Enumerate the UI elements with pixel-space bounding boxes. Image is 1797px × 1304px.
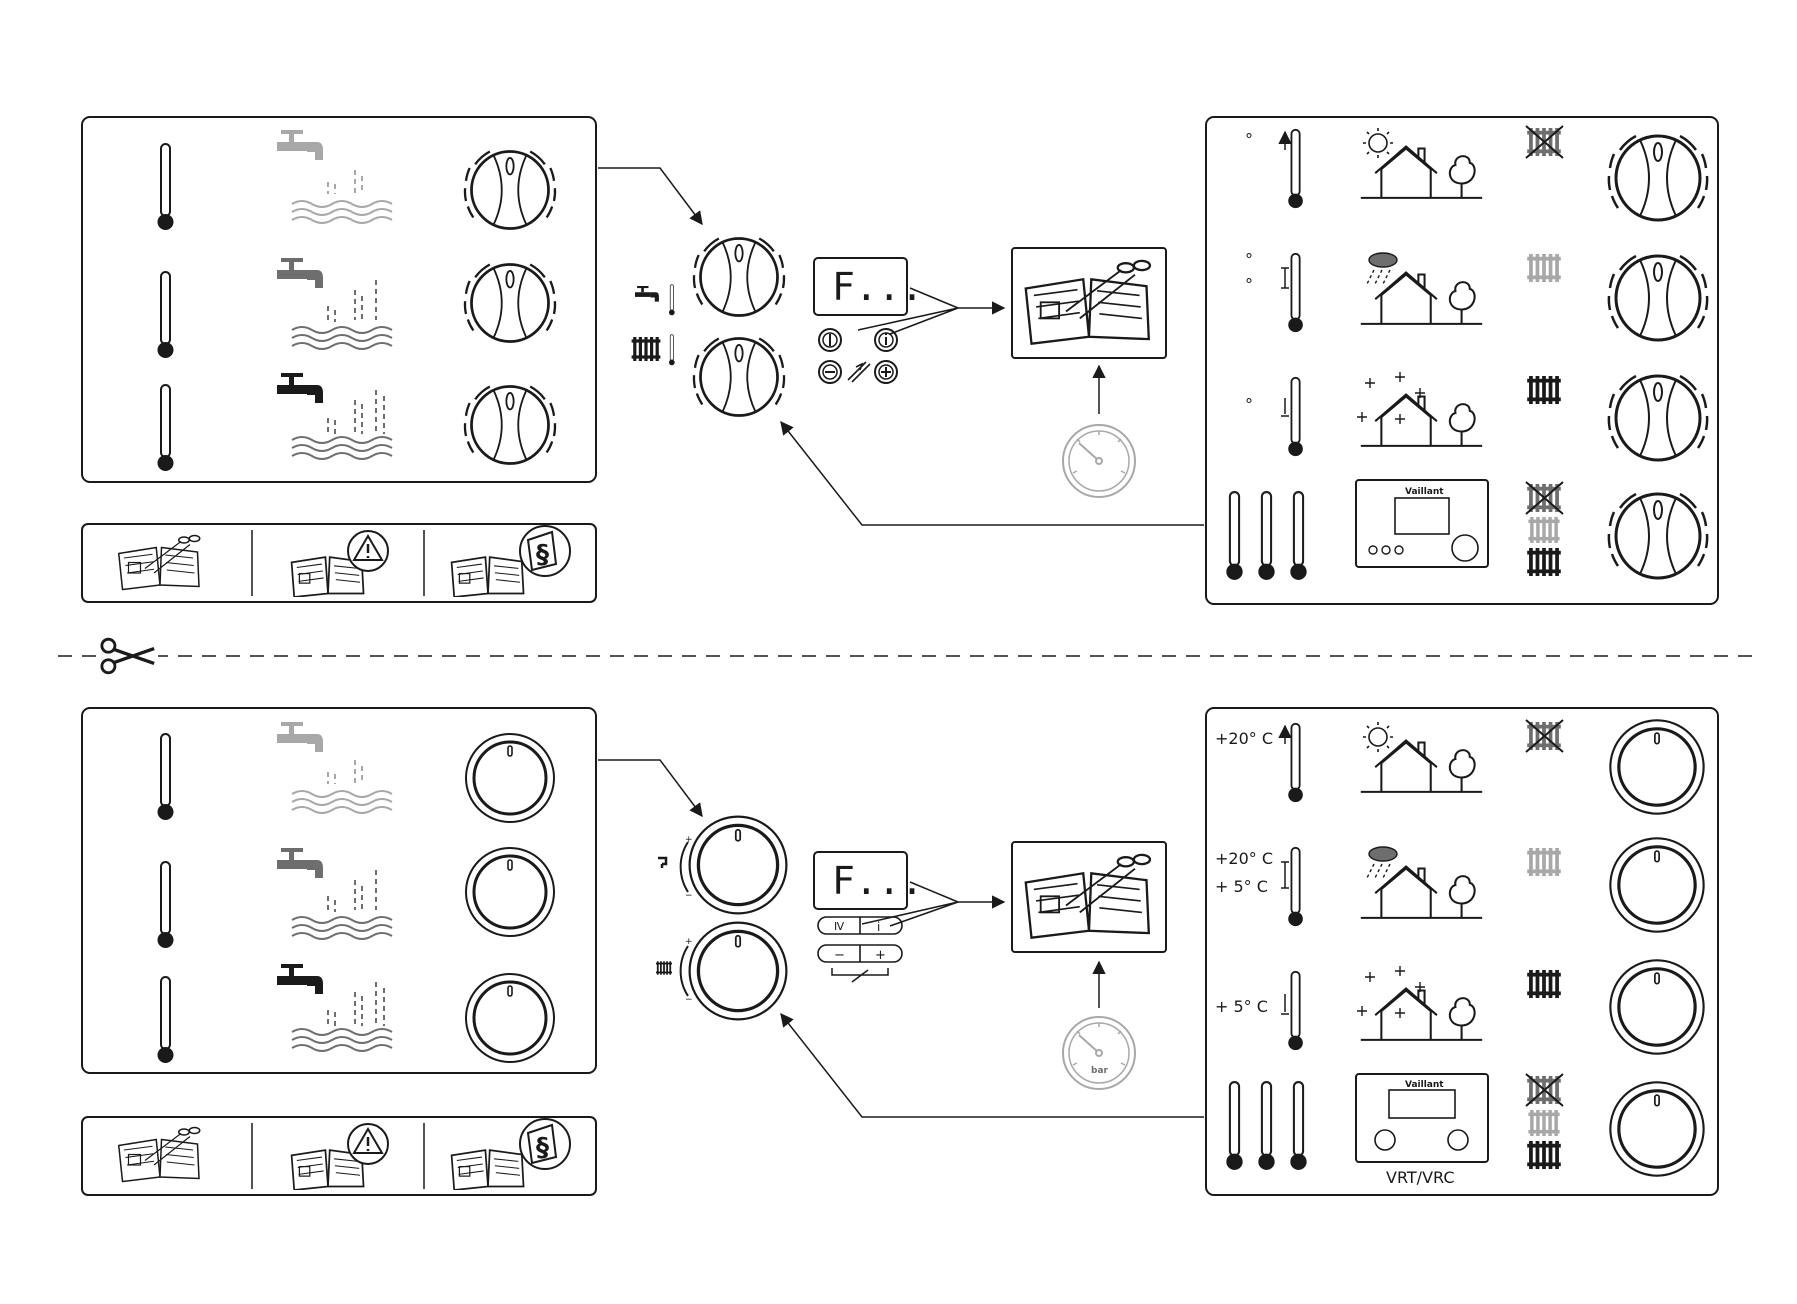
svg-text:§: § (536, 1133, 549, 1163)
bottom-button-plus[interactable]: + (875, 948, 886, 963)
top-heat-row-controller: Vaillant (1226, 480, 1707, 580)
temp-summer: +20° C (1215, 729, 1273, 748)
hot-water-symbol-icon (635, 286, 659, 302)
bottom-display-text: F... (832, 859, 924, 903)
cut-line (58, 636, 1760, 676)
warning-icon (348, 531, 388, 571)
hot-water-knob[interactable] (694, 239, 784, 316)
temp-winter: + 5° C (1215, 997, 1268, 1016)
top-display-text: F... (832, 265, 924, 309)
thermometer-icon (669, 335, 675, 366)
top-button-hot-water[interactable] (819, 329, 841, 351)
svg-text:+: + (685, 835, 693, 845)
svg-text:−: − (685, 891, 693, 901)
top-button-plus[interactable] (875, 361, 897, 383)
room-controller-icon: Vaillant (1356, 480, 1488, 567)
temp-mark: ° (1245, 130, 1253, 149)
temp-transition-low: + 5° C (1215, 877, 1268, 896)
knob-icon (1610, 720, 1703, 813)
warning-icon (348, 1124, 388, 1164)
radiator-full-icon (1527, 1141, 1561, 1169)
knob-icon (1610, 960, 1703, 1053)
radiator-medium-icon (1528, 517, 1559, 543)
knob-icon (1610, 1082, 1703, 1175)
thermometer-icon (669, 285, 675, 316)
svg-text:−: − (685, 995, 693, 1005)
pressure-gauge-icon (1063, 425, 1135, 497)
hot-water-scale: + − (658, 835, 693, 901)
top-section: § F... (82, 117, 1718, 604)
knob-icon (466, 734, 554, 822)
knob-icon (466, 848, 554, 936)
radiator-medium-icon (1527, 254, 1561, 282)
room-controller-icon: Vaillant (1356, 1074, 1488, 1162)
radiator-off-icon (1526, 720, 1563, 752)
bottom-section: § + − + − F... Ⅳ i − + (82, 708, 1718, 1195)
heating-knob[interactable] (694, 339, 784, 416)
radiator-off-icon (1526, 1074, 1563, 1106)
radiator-full-icon (1527, 548, 1561, 576)
bottom-button-info[interactable]: i (877, 920, 880, 934)
radiator-symbol-icon (632, 337, 661, 361)
controller-brand: Vaillant (1405, 1080, 1444, 1090)
section-sign-icon: § (520, 1119, 570, 1169)
hot-water-knob[interactable] (690, 817, 787, 914)
chimney-sweep-icon (848, 362, 870, 382)
pressure-gauge-icon (1063, 1017, 1135, 1089)
svg-text:+: + (685, 937, 693, 947)
temp-transition-high: +20° C (1215, 849, 1273, 868)
radiator-symbol-icon (656, 961, 672, 974)
bottom-button-row-top: Ⅳ i (818, 917, 902, 934)
radiator-full-icon (1527, 376, 1561, 404)
bottom-button-hot-water[interactable]: Ⅳ (834, 920, 845, 933)
bottom-button-row-bottom: − + (818, 945, 902, 963)
controller-label: VRT/VRC (1386, 1168, 1455, 1187)
temp-mark: ° (1245, 250, 1253, 269)
section-sign-icon: § (520, 526, 570, 576)
controller-brand: Vaillant (1405, 487, 1444, 497)
radiator-medium-icon (1528, 1110, 1559, 1136)
temp-mark: ° (1245, 395, 1253, 414)
radiator-off-icon (1526, 126, 1563, 158)
bottom-button-minus[interactable]: − (834, 948, 845, 963)
top-button-minus[interactable] (819, 361, 841, 383)
temp-mark: ° (1245, 275, 1253, 294)
gauge-unit: bar (1091, 1066, 1109, 1076)
radiator-full-icon (1527, 970, 1561, 998)
heating-knob[interactable] (690, 923, 787, 1020)
knob-icon (1610, 838, 1703, 931)
chimney-sweep-bracket (832, 968, 888, 982)
radiator-medium-icon (1527, 848, 1561, 876)
svg-text:§: § (536, 540, 549, 570)
knob-icon (466, 974, 554, 1062)
radiator-off-icon (1526, 482, 1563, 514)
